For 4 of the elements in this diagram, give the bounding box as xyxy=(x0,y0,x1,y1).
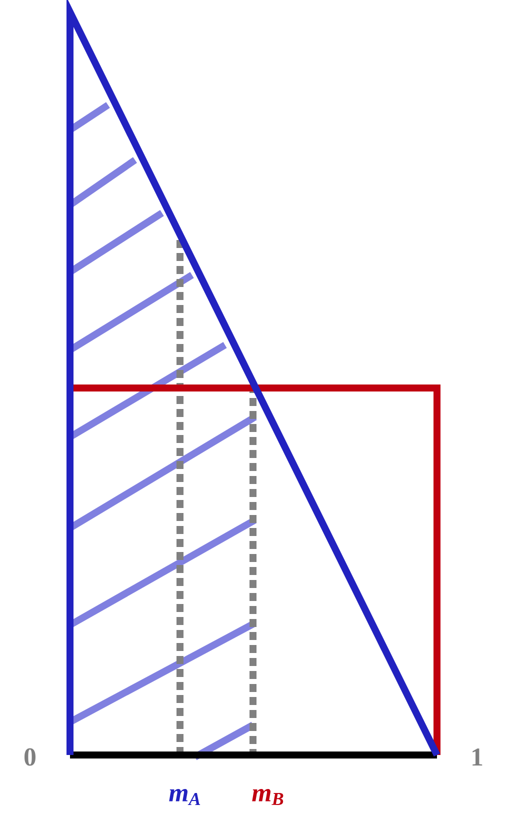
axis-label: 0 xyxy=(24,748,36,766)
mean-label: m$_{A}$ xyxy=(169,789,200,805)
axis-label: 1 xyxy=(472,748,482,766)
mean-label: m$_{B}$ xyxy=(252,789,284,805)
